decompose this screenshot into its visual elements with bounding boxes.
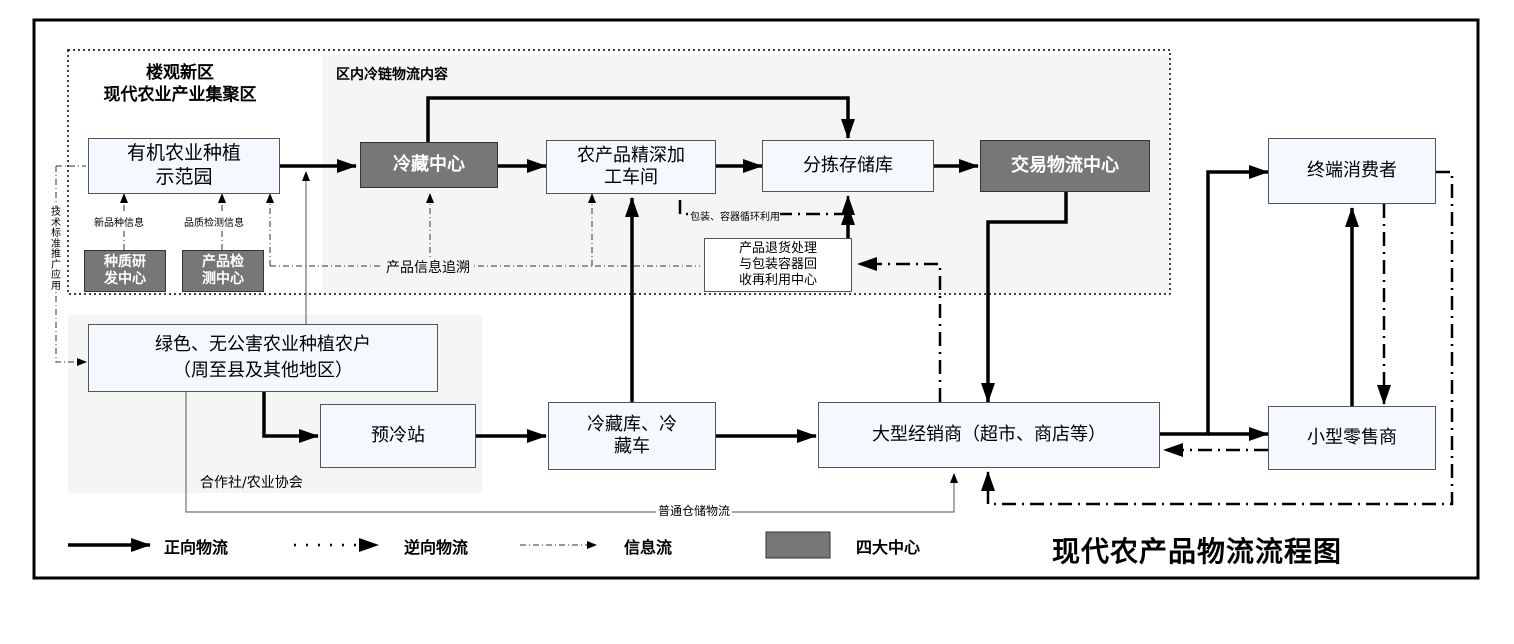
legend-centers-label: 四大中心 bbox=[856, 538, 921, 557]
legend-center-swatch bbox=[765, 531, 831, 559]
quality-info-label: 品质检测信息 bbox=[184, 214, 244, 229]
legend-reverse-label: 逆向物流 bbox=[404, 538, 469, 557]
flow-farmers-to-precooling bbox=[262, 392, 319, 443]
consumer-node: 终端消费者 bbox=[1268, 138, 1436, 204]
trade-center-node: 交易物流中心 bbox=[980, 140, 1150, 192]
coldchain-title: 区内冷链物流内容 bbox=[336, 67, 448, 83]
diagram-title: 现代农产品物流流程图 bbox=[1052, 535, 1343, 568]
returns-center-node: 产品退货处理 与包装容器回 收再利用中心 bbox=[704, 238, 852, 292]
processing-node: 农产品精深加 工车间 bbox=[546, 140, 716, 194]
inspection-node: 产品检 测中心 bbox=[182, 250, 264, 292]
flow-distributor-to-consumer bbox=[1160, 165, 1269, 436]
flow-trade-to-distributor bbox=[981, 192, 1068, 403]
legend-info-label: 信息流 bbox=[624, 538, 673, 557]
tech-standard-label: 技术标准推广应用 bbox=[50, 207, 62, 292]
seed-rd-node: 种质研 发中心 bbox=[84, 250, 166, 292]
reverse-consumer-to-distributor bbox=[981, 170, 1454, 506]
warehouse-label: 普通仓储物流 bbox=[656, 502, 733, 519]
trace-label: 产品信息追溯 bbox=[382, 257, 474, 277]
seed-info-label: 新品种信息 bbox=[94, 214, 144, 229]
distributor-node: 大型经销商（超市、商店等） bbox=[818, 402, 1160, 468]
sorting-node: 分拣存储库 bbox=[762, 140, 934, 192]
precooling-node: 预冷站 bbox=[320, 404, 476, 468]
reverse-distributor-to-returns bbox=[857, 257, 942, 402]
zone-title: 楼观新区 现代农业产业集聚区 bbox=[103, 63, 257, 106]
cold-truck-node: 冷藏库、冷 藏车 bbox=[548, 402, 716, 470]
coop-label: 合作社/农业协会 bbox=[200, 475, 303, 491]
legend-symbols bbox=[68, 531, 831, 559]
legend-forward-label: 正向物流 bbox=[164, 538, 229, 557]
warehouse-link bbox=[185, 392, 958, 513]
packaging-recycle-label: 包装、容器循环利用 bbox=[690, 208, 780, 223]
retailer-node: 小型零售商 bbox=[1268, 406, 1436, 470]
flow-cold-top-to-sorting bbox=[426, 96, 855, 142]
zone-boundary bbox=[67, 49, 1171, 295]
farmers-node: 绿色、无公害农业种植农户 （周至县及其他地区） bbox=[88, 324, 438, 392]
cold-storage-center-node: 冷藏中心 bbox=[360, 142, 498, 188]
outer-frame bbox=[32, 18, 1480, 580]
organic-park-node: 有机农业种植 示范园 bbox=[88, 138, 280, 194]
